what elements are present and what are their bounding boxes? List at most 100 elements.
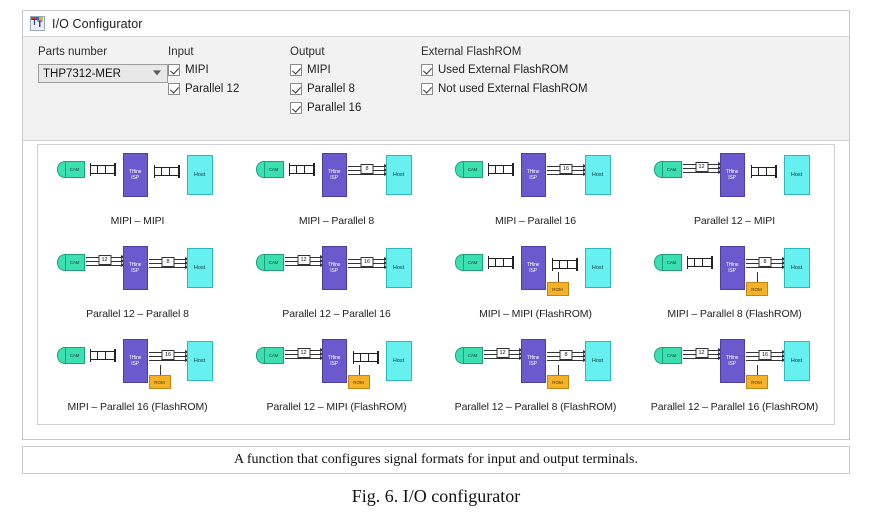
checkbox-box-icon[interactable] — [290, 64, 302, 76]
checkbox-input-mipi[interactable]: MIPI — [168, 64, 288, 76]
input-label: Input — [168, 46, 194, 58]
host-block — [584, 341, 611, 381]
host-block-label: Host — [591, 265, 604, 271]
host-block-label: Host — [790, 172, 803, 178]
camera-lens-icon — [255, 254, 264, 271]
checkbox-output-parallel16[interactable]: Parallel 16 — [290, 102, 430, 114]
settings-panel: Parts number THP7312-MER Input MIPI Para… — [23, 37, 849, 141]
checkbox-not-used-external-flashrom[interactable]: Not used External FlashROM — [421, 83, 751, 95]
gallery-item-label: MIPI – MIPI — [110, 215, 165, 227]
checkbox-label: Parallel 16 — [307, 102, 362, 114]
camera-block: CAM — [661, 254, 682, 271]
host-block-label: Host — [392, 358, 405, 364]
parallel-bus-link: 8 — [745, 256, 786, 274]
checkbox-box-icon[interactable] — [421, 83, 433, 95]
camera-block: CAM — [64, 347, 85, 364]
host-block-label: Host — [193, 265, 206, 271]
camera-lens-icon — [56, 254, 65, 271]
bus-width-badge: 12 — [695, 162, 708, 172]
gallery-item-label: Parallel 12 – MIPI (FlashROM) — [266, 401, 407, 413]
checkbox-box-icon[interactable] — [290, 83, 302, 95]
host-block — [186, 248, 213, 288]
bus-width-badge: 16 — [758, 350, 772, 360]
host-block-label: Host — [790, 358, 803, 364]
checkbox-box-icon[interactable] — [421, 64, 433, 76]
checkbox-input-parallel12[interactable]: Parallel 12 — [168, 83, 288, 95]
bus-width-badge: 16 — [559, 164, 573, 174]
gallery-item-label: MIPI – Parallel 16 (FlashROM) — [67, 401, 208, 413]
flashrom-connector — [159, 365, 161, 375]
host-block — [186, 155, 213, 195]
gallery-item-label: MIPI – Parallel 8 (FlashROM) — [667, 308, 802, 320]
host-block — [783, 248, 810, 288]
camera-block: CAM — [263, 161, 284, 178]
parallel-bus-link: 16 — [546, 163, 587, 181]
camera-lens-icon — [454, 254, 463, 271]
camera-lens-icon — [454, 161, 463, 178]
host-block — [186, 341, 213, 381]
parallel-bus-link: 12 — [284, 254, 324, 272]
host-block — [385, 248, 412, 288]
parallel-bus-link: 12 — [682, 347, 722, 365]
camera-lens-icon — [653, 347, 662, 364]
host-block-label: Host — [392, 265, 405, 271]
camera-lens-icon — [653, 161, 662, 178]
camera-block: CAM — [661, 161, 682, 178]
checkbox-box-icon[interactable] — [290, 102, 302, 114]
checkbox-used-external-flashrom[interactable]: Used External FlashROM — [421, 64, 751, 76]
checkbox-output-parallel8[interactable]: Parallel 8 — [290, 83, 430, 95]
camera-block: CAM — [263, 254, 284, 271]
host-block-label: Host — [193, 172, 206, 178]
camera-block: CAM — [462, 254, 483, 271]
flashrom-block: ROM — [745, 282, 768, 296]
mipi-link-icon — [750, 165, 777, 178]
bus-width-badge: 12 — [98, 255, 111, 265]
parts-number-label: Parts number — [38, 46, 108, 58]
window-title: I/O Configurator — [52, 16, 143, 31]
checkbox-label: Parallel 12 — [185, 83, 240, 95]
flashrom-connector — [756, 365, 758, 375]
external-flashrom-label: External FlashROM — [421, 46, 522, 58]
host-block — [783, 341, 810, 381]
camera-block: CAM — [462, 347, 483, 364]
checkbox-label: Used External FlashROM — [438, 64, 569, 76]
camera-lens-icon — [56, 347, 65, 364]
thine-app-icon: T T — [30, 16, 45, 31]
parallel-bus-link: 8 — [148, 256, 189, 274]
checkbox-box-icon[interactable] — [168, 83, 180, 95]
parts-number-select[interactable]: THP7312-MER — [38, 64, 168, 83]
description-box: A function that configures signal format… — [22, 446, 850, 474]
checkbox-output-mipi[interactable]: MIPI — [290, 64, 430, 76]
mipi-link-icon — [288, 163, 315, 176]
external-flashrom-group: External FlashROM Used External FlashROM… — [421, 46, 751, 102]
checkbox-box-icon[interactable] — [168, 64, 180, 76]
host-block — [584, 248, 611, 288]
